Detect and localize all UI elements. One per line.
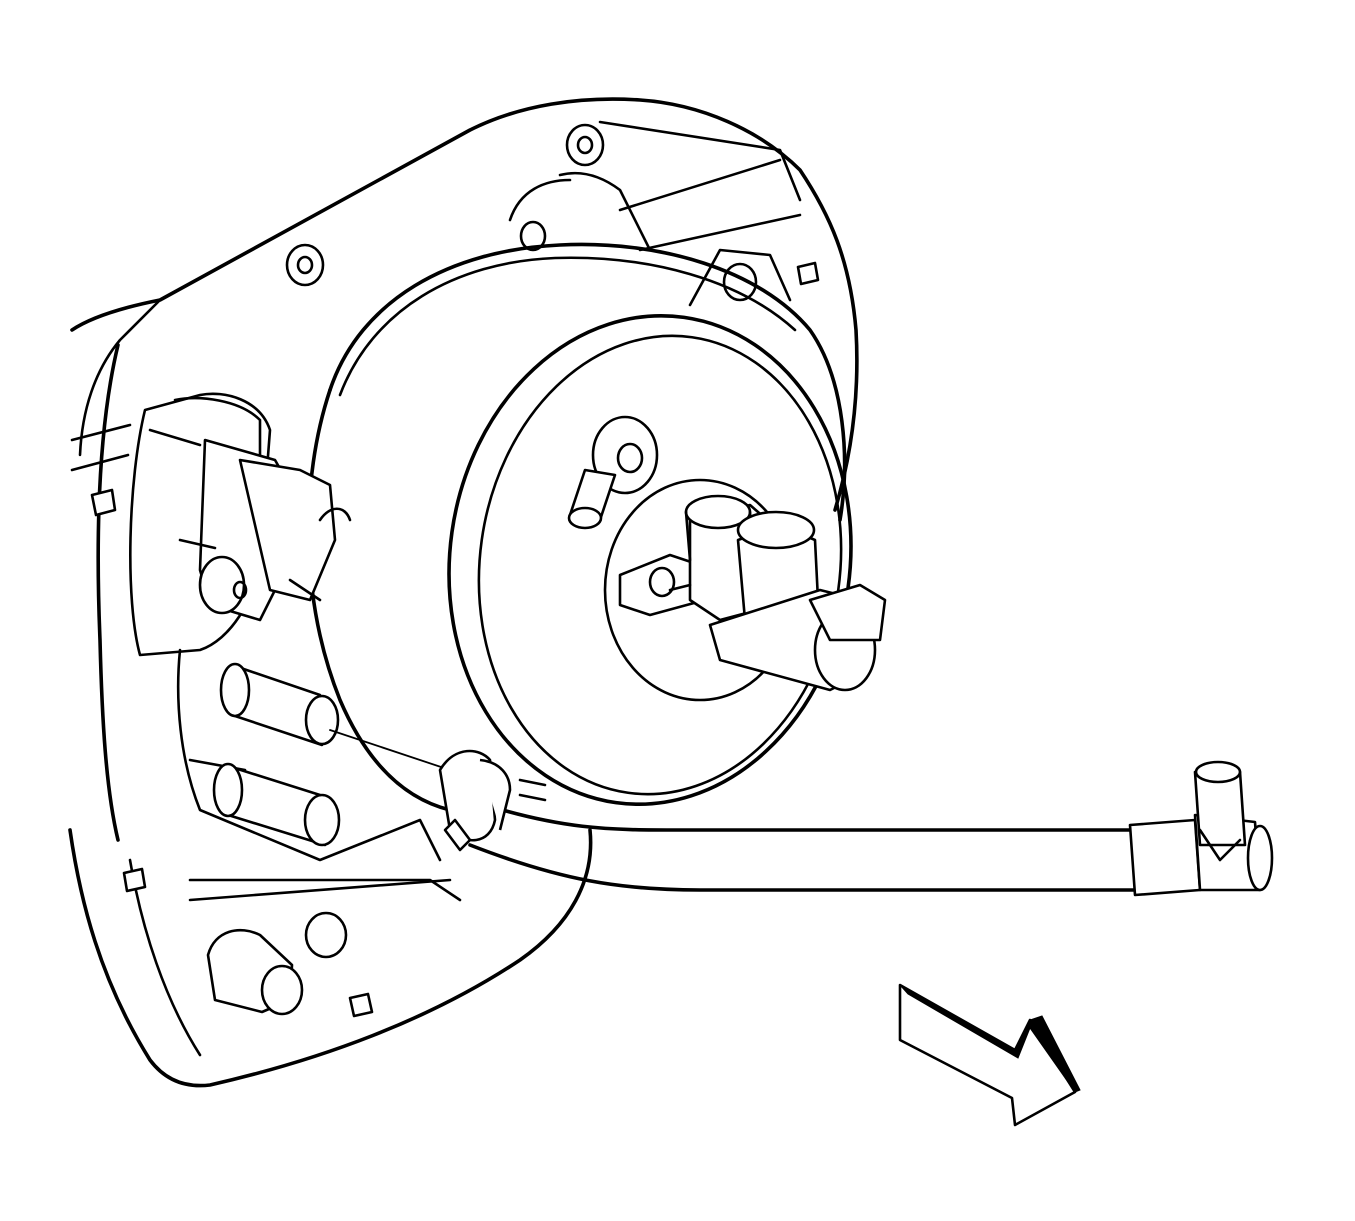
proportioning-valve-bracket [129, 392, 352, 772]
dash-panel [68, 97, 859, 1088]
hose-tee-fitting [1128, 760, 1274, 897]
direction-arrow [898, 983, 1081, 1127]
hose-clamp [438, 749, 547, 852]
vacuum-brake-booster [306, 171, 853, 812]
brake-line-fittings [176, 648, 462, 1016]
panel-studs [90, 123, 820, 1018]
brake-master-cylinder [618, 494, 887, 692]
